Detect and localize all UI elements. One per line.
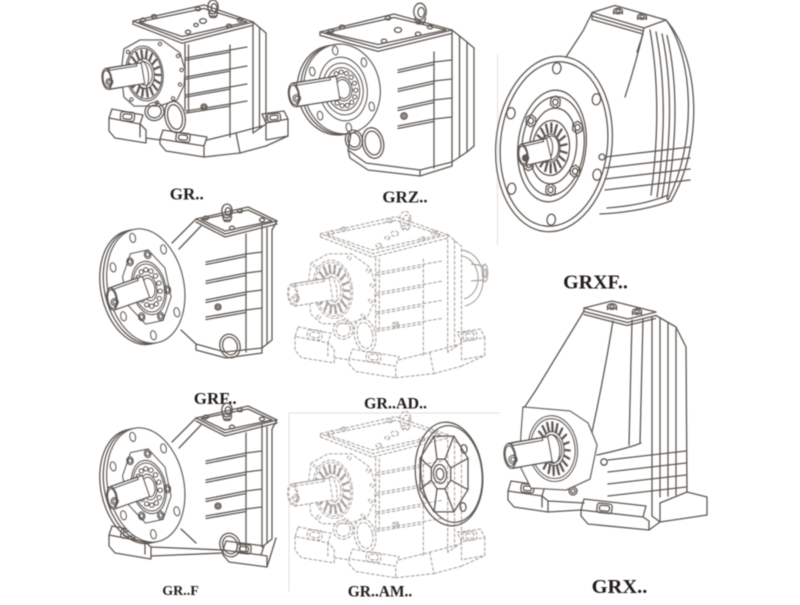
svg-text:GRXF..: GRXF.. — [563, 272, 628, 294]
svg-text:GRZ..: GRZ.. — [382, 188, 427, 207]
svg-text:GR..AM..: GR..AM.. — [348, 584, 413, 601]
svg-text:GRX..: GRX.. — [592, 576, 648, 598]
svg-text:GR..F: GR..F — [162, 584, 199, 599]
svg-text:GRF..: GRF.. — [194, 389, 237, 408]
svg-text:GR..: GR.. — [170, 185, 204, 204]
svg-text:GR..AD..: GR..AD.. — [364, 396, 427, 413]
